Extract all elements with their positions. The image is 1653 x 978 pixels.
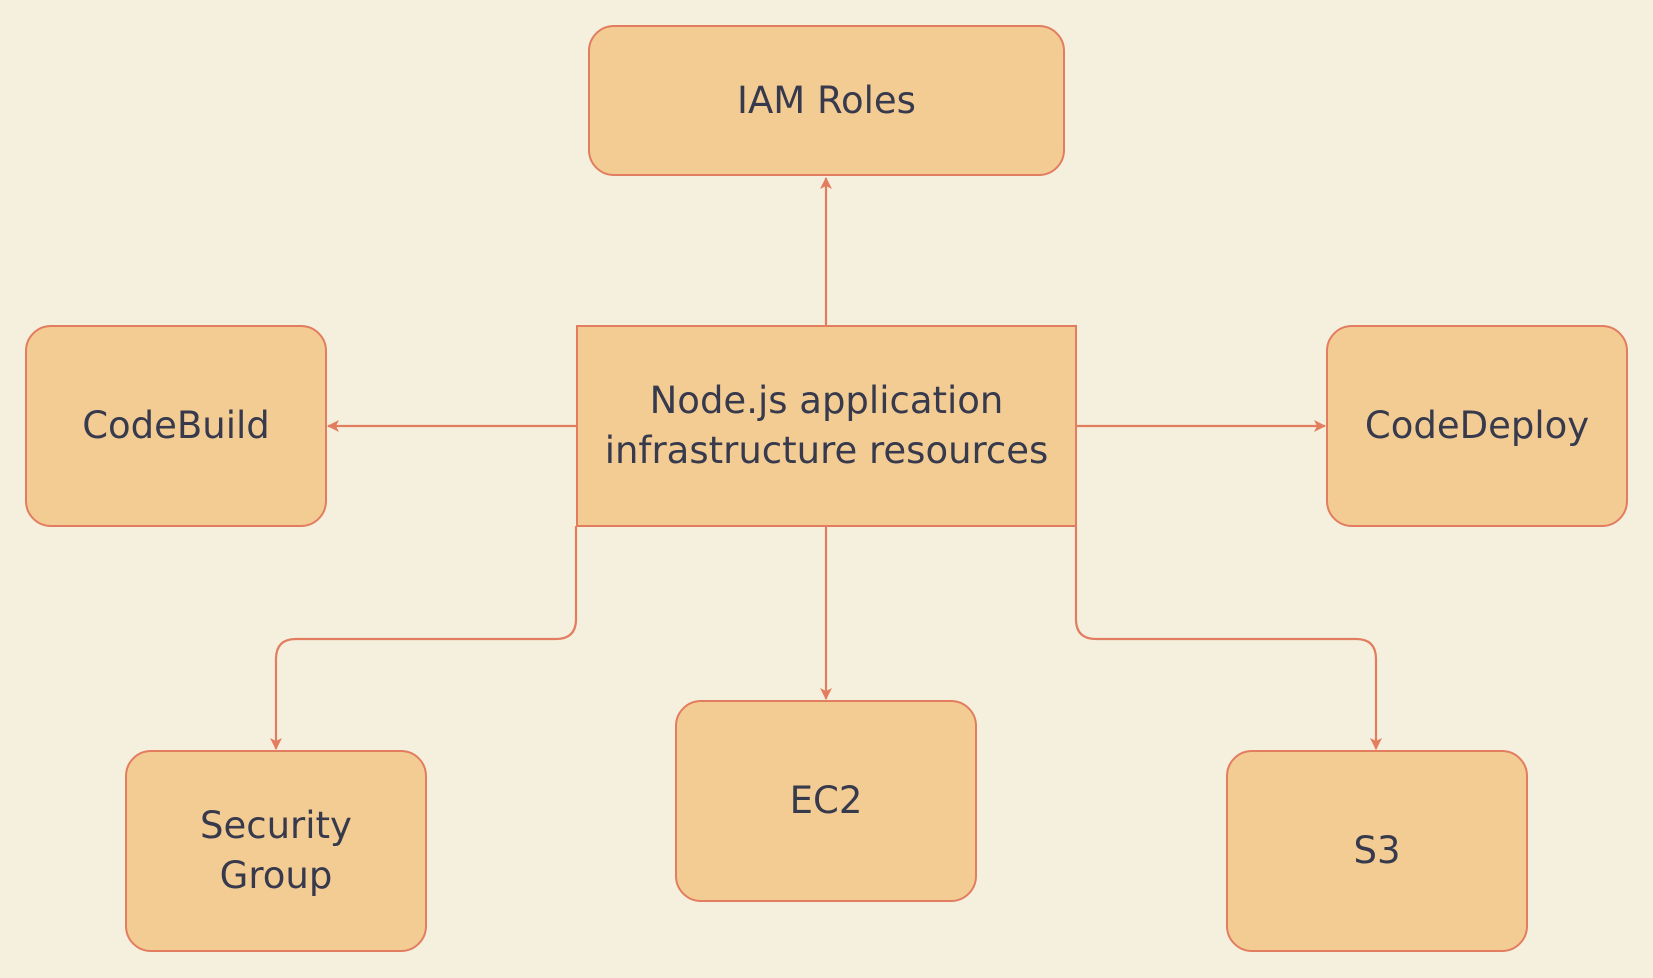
node-codebuild[interactable]: CodeBuild [25,325,327,527]
node-ec2-label: EC2 [789,779,863,822]
node-iam-roles[interactable]: IAM Roles [588,25,1065,176]
node-center-label-line2: infrastructure resources [604,429,1049,472]
node-s3-label: S3 [1353,829,1401,872]
node-iam-roles-label: IAM Roles [737,78,916,122]
edge-center-to-s3 [1074,526,1382,750]
node-codedeploy-label: CodeDeploy [1364,404,1590,447]
node-ec2[interactable]: EC2 [675,700,977,902]
edge-center-to-security-group [270,526,578,750]
node-center[interactable]: Node.js application infrastructure resou… [576,325,1077,527]
node-codebuild-label: CodeBuild [82,404,270,447]
node-security-group-label-line2: Group [219,854,333,897]
node-s3[interactable]: S3 [1226,750,1528,952]
node-codedeploy[interactable]: CodeDeploy [1326,325,1628,527]
node-security-group[interactable]: Security Group [125,750,427,952]
node-center-label-line1: Node.js application [649,379,1004,422]
node-security-group-label-line1: Security [200,804,352,847]
